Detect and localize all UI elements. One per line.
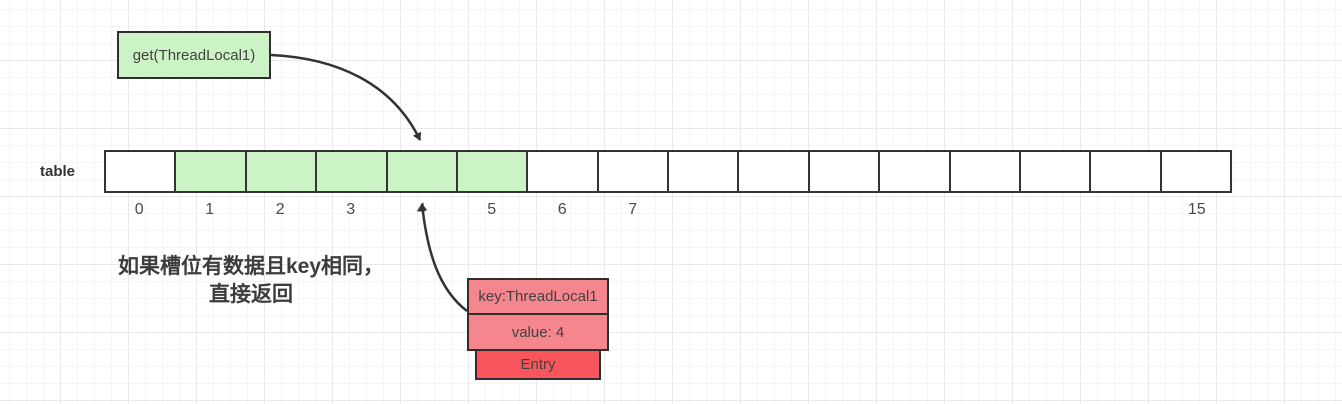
slot-index-label-11 — [880, 199, 951, 221]
slot-index-label-8 — [668, 199, 739, 221]
arrow-get-to-slot4 — [270, 53, 422, 141]
slot-index-label-1: 1 — [205, 201, 215, 218]
slot-index-label-10 — [809, 199, 880, 221]
table-slot-15 — [1159, 150, 1232, 193]
table-slot-13 — [1018, 150, 1092, 193]
slot-index-label-14 — [1091, 199, 1162, 221]
slot-index-label-13 — [1021, 199, 1092, 221]
table-slot-7 — [596, 150, 669, 193]
table-slot-11 — [878, 150, 951, 193]
entry-key-label: key:ThreadLocal1 — [478, 288, 598, 305]
entry-key-box: key:ThreadLocal1 — [467, 278, 609, 315]
annotation-text: 如果槽位有数据且key相同， 直接返回 — [110, 253, 392, 309]
entry-name-box: Entry — [475, 349, 601, 380]
table-index-labels: 0 1 2 3 4 5 6 7 15 — [104, 199, 1232, 221]
slot-index-label-12 — [950, 199, 1021, 221]
slot-index-label-3: 3 — [346, 201, 356, 218]
slot-index-label-0: 0 — [134, 201, 144, 218]
get-call-label: get(ThreadLocal1) — [132, 46, 256, 64]
slot-index-label-5: 5 — [487, 201, 497, 218]
annotation-line-1: 如果槽位有数据且key相同， — [117, 255, 385, 278]
slot-index-label-6: 6 — [557, 201, 567, 218]
slot-index-label-15: 15 — [1187, 201, 1206, 218]
table-slot-12 — [948, 150, 1021, 193]
slot-index-label-4: 4 — [416, 201, 426, 218]
table-slot-3 — [315, 150, 388, 193]
table-slot-0 — [104, 150, 177, 193]
table-slot-14 — [1089, 150, 1162, 193]
entry-value-box: value: 4 — [467, 313, 609, 351]
table-label: table — [40, 163, 76, 180]
table-slot-9 — [737, 150, 810, 193]
get-call-box: get(ThreadLocal1) — [117, 31, 271, 79]
slot-index-label-7: 7 — [628, 201, 638, 218]
table-slot-1 — [174, 150, 247, 193]
annotation-line-2: 直接返回 — [209, 283, 293, 306]
slot-index-label-9 — [739, 199, 810, 221]
table-slot-6 — [526, 150, 599, 193]
table-slot-5 — [455, 150, 529, 193]
table-slot-4 — [385, 150, 458, 193]
slot-index-label-2: 2 — [275, 201, 285, 218]
table-array — [104, 150, 1232, 193]
table-slot-10 — [807, 150, 881, 193]
table-slot-2 — [244, 150, 318, 193]
table-slot-8 — [667, 150, 740, 193]
entry-name-label: Entry — [520, 356, 556, 373]
entry-value-label: value: 4 — [511, 323, 565, 341]
